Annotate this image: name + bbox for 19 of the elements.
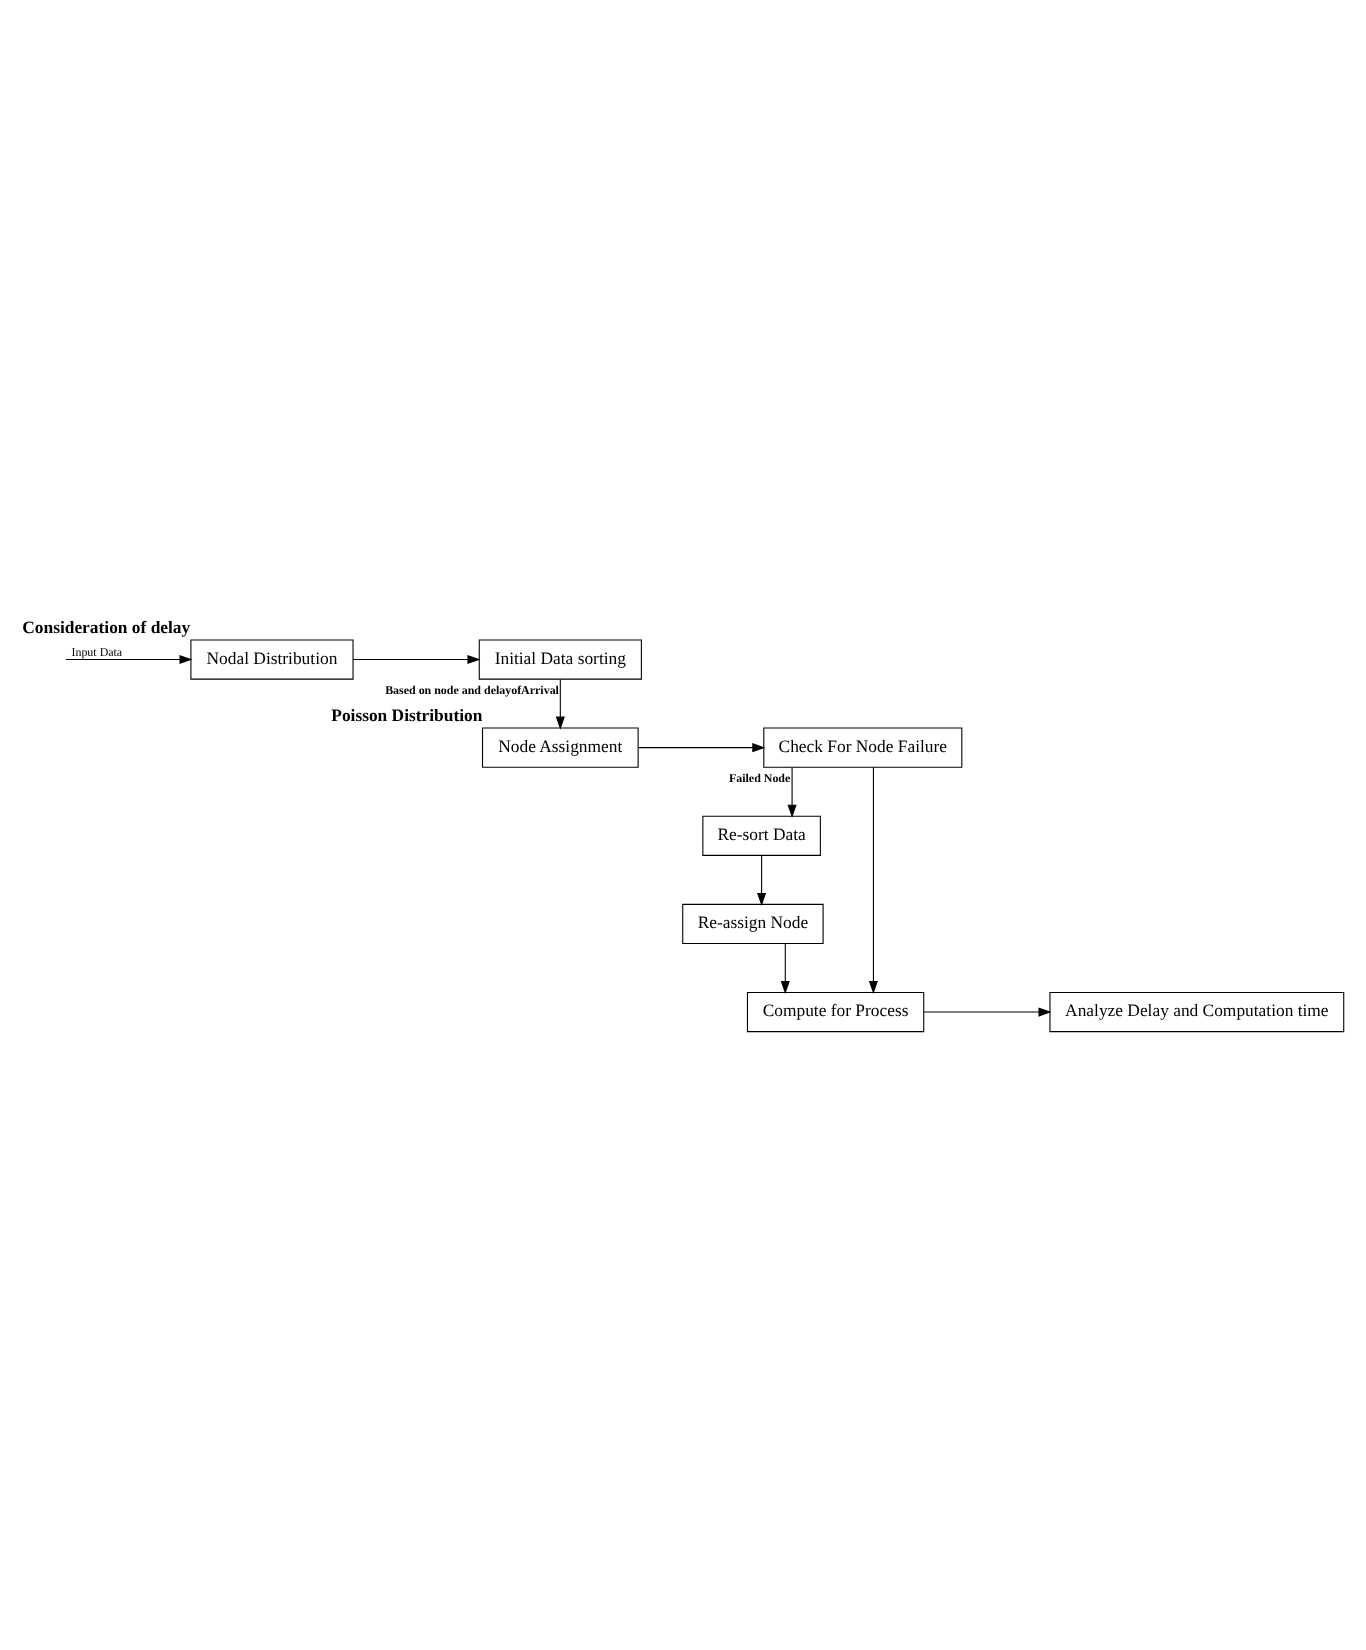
arrow [757, 854, 767, 905]
arrow [787, 766, 797, 817]
node-box: Nodal Distribution [190, 638, 354, 679]
node-box: Re-assign Node [682, 902, 824, 944]
node-box: Check For Node Failure [763, 726, 963, 767]
node-box: Node Assignment [481, 726, 639, 767]
arrow [65, 653, 193, 664]
arrow [780, 942, 790, 994]
node-label: Consideration of delay [22, 616, 191, 637]
arrow [868, 766, 878, 993]
node-box: Compute for Process [746, 990, 925, 1032]
arrow [923, 1006, 1052, 1016]
node-box: Re-sort Data [702, 814, 821, 855]
node-label: Poisson Distribution [331, 704, 483, 725]
arrow [555, 677, 565, 729]
arrow [352, 653, 481, 664]
arrow [637, 742, 766, 752]
node-box: Analyze Delay and Computation time [1049, 990, 1345, 1032]
node-box: Initial Data sorting [478, 638, 642, 679]
